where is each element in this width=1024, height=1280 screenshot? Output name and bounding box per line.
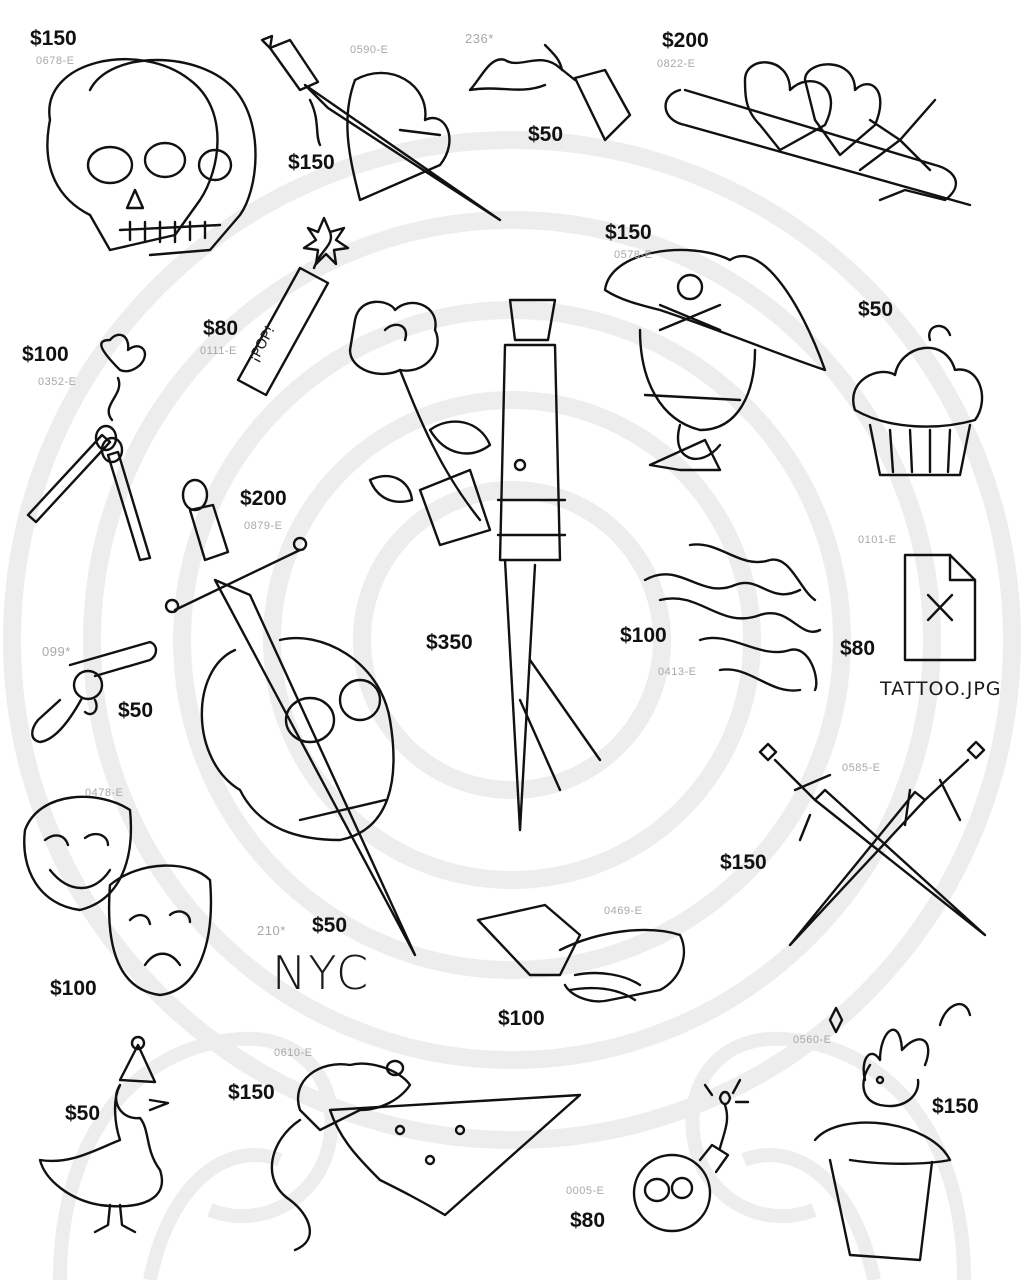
theater-masks-drawing [23, 795, 213, 997]
price-label: $150 [932, 1095, 979, 1118]
skull-dagger-drawing [164, 478, 417, 957]
double-skull-drawing [46, 58, 257, 257]
price-label: $100 [22, 343, 69, 366]
crossed-swords-drawing [758, 740, 987, 947]
price-label: $80 [840, 637, 876, 660]
design-code: 0101-E [858, 534, 897, 546]
missing-image-drawing [903, 553, 977, 662]
design-code: 0413-E [658, 666, 697, 678]
price-label: $50 [118, 699, 154, 722]
molotov-drawing [468, 43, 632, 142]
cupcake-drawing [852, 324, 984, 477]
design-code: 0111-E [200, 345, 237, 357]
rabbit-hat-drawing [813, 1002, 972, 1262]
design-code: 210* [257, 923, 286, 938]
design-code: 0585-E [842, 762, 881, 774]
design-code: 0478-E [85, 787, 124, 799]
handshake-drawing [476, 903, 686, 1003]
price-label: $100 [50, 977, 97, 1000]
nyc-lettering: NYC [272, 946, 371, 1000]
price-label: $200 [662, 29, 709, 52]
price-label: $150 [720, 851, 767, 874]
design-code: 236* [465, 31, 494, 46]
design-code: 0352-E [38, 376, 77, 388]
pistol-drawing [31, 640, 158, 744]
price-label: $50 [65, 1102, 101, 1125]
price-label: $50 [858, 298, 894, 321]
price-label: $100 [498, 1007, 545, 1030]
price-label: $80 [203, 317, 239, 340]
watermark-flourish [53, 1031, 971, 1280]
design-code: 0578-E [614, 249, 653, 261]
rose-switchblade-drawing [348, 298, 602, 832]
skull-bomb-drawing [632, 1078, 750, 1233]
price-label: $100 [620, 624, 667, 647]
watermark-rings [3, 131, 1021, 1149]
price-label: $150 [228, 1081, 275, 1104]
design-code: 0879-E [244, 520, 283, 532]
price-label: $350 [426, 631, 473, 654]
matches-drawing [26, 333, 152, 562]
price-label: $80 [570, 1209, 606, 1232]
design-code: 0469-E [604, 905, 643, 917]
design-code: 0822-E [657, 58, 696, 70]
pop-firecracker-drawing [236, 216, 350, 397]
price-label: $200 [240, 487, 287, 510]
price-label: $50 [312, 914, 348, 937]
design-code: 099* [42, 644, 71, 659]
price-label: $50 [528, 123, 564, 146]
filename-label: TATTOO.JPG [880, 678, 1002, 700]
price-label: $150 [605, 221, 652, 244]
safety-pin-hearts-drawing [664, 61, 972, 207]
smoke-wisps-drawing [643, 543, 822, 692]
price-label: $150 [30, 27, 77, 50]
design-code: 0610-E [274, 1047, 313, 1059]
design-code: 0590-E [350, 44, 389, 56]
party-duck-drawing [38, 1035, 170, 1234]
price-label: $150 [288, 151, 335, 174]
design-code: 0560-E [793, 1034, 832, 1046]
pirate-drawing [603, 248, 827, 472]
dagger-heart-drawing [260, 34, 502, 222]
design-code: 0005-E [566, 1185, 605, 1197]
rat-pizza-drawing [270, 1059, 582, 1252]
design-code: 0678-E [36, 55, 75, 67]
